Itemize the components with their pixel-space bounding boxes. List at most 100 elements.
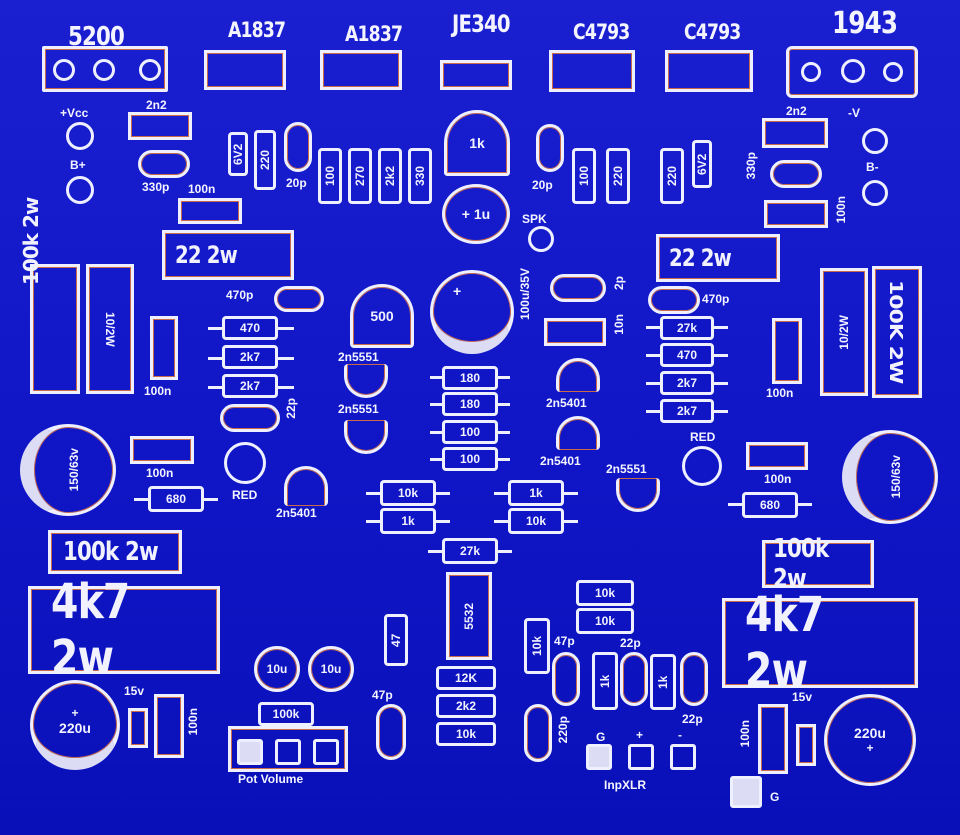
resistor-label: 100 [323, 165, 337, 187]
resistor-label: 100 [459, 425, 481, 439]
diode-label: 6V2 [695, 153, 709, 175]
cap-100n-left-a-footprint [150, 316, 178, 380]
label-elcap-100u-35v: 100u/35V [518, 268, 532, 321]
resistor-100k-2w-vertical-right: 100K 2W [872, 266, 922, 398]
label-input-xlr: InpXLR [604, 778, 646, 792]
resistor-label: 10/2W [103, 311, 117, 347]
resistor-label: 4k7 2w [745, 587, 824, 699]
label-1943: 1943 [832, 6, 898, 41]
transistor-2n5551-b-footprint [344, 420, 388, 454]
cap-100n-right-b-footprint [746, 442, 808, 470]
cap-47p-left-footprint [376, 704, 406, 760]
resistor-4k7-2w-right: 4k7 2w [722, 587, 918, 699]
resistor-100-b: 100 [442, 447, 498, 471]
resistor-470-right: 470 [660, 343, 714, 367]
elcap-10u-b: 10u [308, 646, 354, 692]
cap-2n2-right-footprint [762, 118, 828, 148]
label-xlr-g: G [596, 730, 606, 744]
label-cap-2n2-right: 2n2 [786, 104, 807, 118]
transistor-2n5551-a-footprint [344, 364, 388, 398]
resistor-2k7-left-a: 2k7 [222, 345, 278, 369]
label-cap-100n-right: 100n [834, 196, 848, 224]
resistor-label: 180 [459, 397, 481, 411]
resistor-10k-input-a: 10k [576, 580, 634, 606]
label-cap-100n-left-a: 100n [144, 384, 172, 398]
resistor-10-2w-left: 10/2W [86, 264, 134, 394]
label-cap-100n-left-b: 100n [146, 466, 174, 480]
resistor-100k-pot: 100k [258, 702, 314, 726]
spk-pad [528, 226, 554, 252]
plus-sign: + [71, 705, 79, 720]
ic-label: 5532 [462, 602, 476, 630]
resistor-label: 2k7 [676, 376, 698, 390]
label-2n5551-b: 2n5551 [338, 402, 379, 416]
resistor-label: 22 2w [669, 244, 732, 272]
label-cap-20p-left: 20p [286, 176, 307, 190]
resistor-label: 100k 2w [19, 197, 43, 286]
resistor-label: 2k7 [239, 379, 261, 393]
elcap-220u-left: + 220u [30, 680, 120, 770]
cap-22p-input-b-footprint [680, 652, 708, 706]
resistor-label: 47 [389, 633, 403, 647]
resistor-label: 330 [413, 165, 427, 187]
resistor-label: 100 [577, 165, 591, 187]
label-ground: G [770, 790, 780, 804]
plus-sign: + [453, 283, 462, 299]
resistor-12k: 12K [436, 666, 496, 690]
resistor-label: 270 [353, 165, 367, 187]
label-c4793-1: C4793 [573, 20, 630, 44]
label-cap-22p-input-b: 22p [682, 712, 703, 726]
cap-100n-bottom-left-footprint [154, 694, 184, 758]
xlr-pin-plus [628, 744, 654, 770]
to3p-footprint-5200 [42, 46, 168, 92]
resistor-2k7-left-b: 2k7 [222, 374, 278, 398]
transistor-2n5551-c-footprint [616, 478, 660, 512]
label-2n5401-left: 2n5401 [276, 506, 317, 520]
bplus-terminal-pad [66, 176, 94, 204]
cap-100n-footprint [178, 198, 242, 224]
elcap-10u-a: 10u [254, 646, 300, 692]
cap-100n-left-b-footprint [130, 436, 194, 464]
pad [883, 62, 903, 82]
vcc-terminal-pad [66, 122, 94, 150]
label-c4793-2: C4793 [684, 20, 741, 44]
resistor-10k-bottom: 10k [436, 722, 496, 746]
label-cap-22p-input-a: 22p [620, 636, 641, 650]
cap-100n-right-a-footprint [772, 318, 802, 384]
diode-6v2-left: 6V2 [228, 132, 248, 176]
pot-volume-footprint [228, 726, 348, 772]
label-minus-v: -V [848, 106, 860, 120]
cap-470p-right-footprint [648, 286, 700, 314]
resistor-1k-a: 1k [380, 508, 436, 534]
elcap-1u-footprint: + 1u [442, 184, 510, 244]
resistor-10-2w-right: 10/2W [820, 268, 868, 396]
resistor-label: 1k [598, 674, 612, 688]
cap-22p-input-a-footprint [620, 652, 648, 706]
resistor-47: 47 [384, 614, 408, 666]
resistor-label: 2k2 [455, 699, 477, 713]
cap-2p-footprint [550, 274, 606, 302]
transistor-2n5401-left-footprint [284, 466, 328, 506]
resistor-label: 10k [530, 635, 544, 657]
resistor-label: 100k 2w [773, 534, 829, 594]
resistor-label: 100k [272, 707, 300, 721]
resistor-270-top: 270 [348, 148, 372, 204]
label-led-red-left: RED [232, 488, 258, 502]
label-zener-15v-right: 15v [792, 690, 813, 704]
label-cap-100n-right-a: 100n [766, 386, 794, 400]
label-cap-20p-center: 20p [532, 178, 553, 192]
elcap-label: 10u [266, 662, 288, 676]
label-vcc: +Vcc [60, 106, 89, 120]
resistor-label: 100K 2W [884, 280, 906, 384]
elcap-150-63v-right: 150/63v [842, 430, 938, 524]
elcap-label: 220u [59, 719, 91, 736]
cap-220p-footprint [524, 704, 552, 762]
elcap-label: 10u [320, 662, 342, 676]
pad [801, 62, 821, 82]
resistor-180-b: 180 [442, 392, 498, 416]
resistor-220-right: 220 [660, 148, 684, 204]
resistor-label: 470 [676, 348, 698, 362]
resistor-label: 22 2w [175, 241, 238, 269]
label-cap-100n-bottom-right: 100n [738, 720, 752, 748]
label-xlr-plus: + [636, 728, 644, 742]
